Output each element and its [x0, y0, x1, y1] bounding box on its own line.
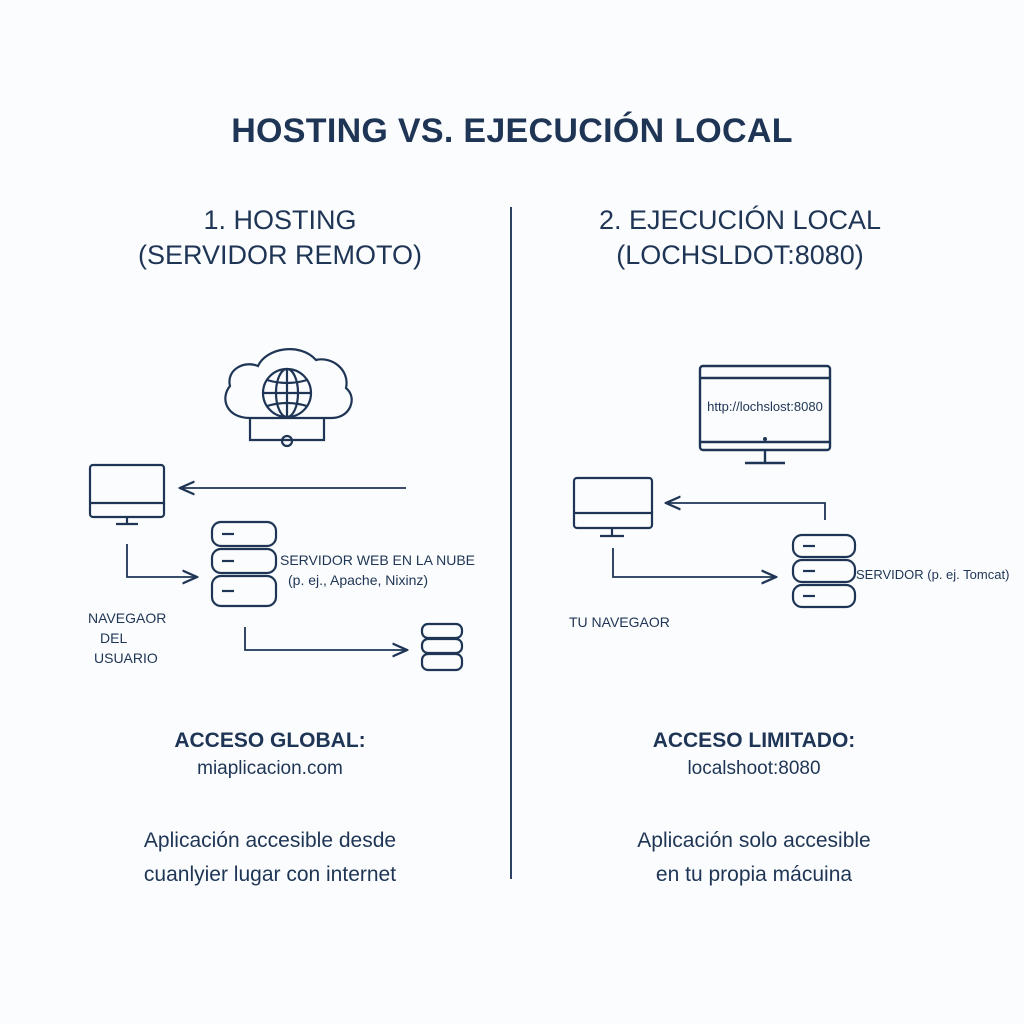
global-access-description: Aplicación accesible desde cuanlyier lug… [90, 824, 450, 892]
global-desc-line2: cuanlyier lugar con internet [143, 863, 397, 886]
global-desc-line1: Aplicación accesible desde [143, 829, 397, 852]
page-title: HOSTING VS. EJECUCIÓN LOCAL [231, 112, 793, 150]
user-browser-label-line1: NAVEGAOR [88, 610, 167, 626]
limited-access-title: ACCESO LIMITADO: [652, 729, 856, 752]
left-heading-line2: (SERVIDOR REMOTO) [137, 240, 423, 270]
monitor-icon [88, 463, 166, 526]
arrow-icon [126, 544, 197, 577]
database-icon [420, 622, 464, 672]
cloud-server-label: SERVIDOR WEB EN LA NUBE (p. ej., Apache,… [280, 550, 500, 590]
monitor-icon [698, 364, 832, 465]
right-heading: 2. EJECUCIÓN LOCAL (LOCHSLDOT:8080) [580, 203, 900, 273]
monitor-icon [572, 476, 654, 538]
power-dot [763, 437, 767, 441]
your-browser-label: TU NAVEGAOR [569, 614, 670, 630]
server-stack-icon [791, 533, 857, 609]
cloud-server-label-line2: (p. ej., Apache, Nixinz) [288, 572, 429, 588]
limited-desc-line1: Aplicación solo accesible [637, 829, 871, 852]
arrow-icon [666, 503, 826, 520]
left-heading-line1: 1. HOSTING [203, 205, 357, 235]
limited-desc-line2: en tu propia mácuina [655, 863, 853, 886]
global-access-url: miaplicacion.com [197, 758, 343, 779]
left-heading: 1. HOSTING (SERVIDOR REMOTO) [100, 203, 460, 273]
cloud-server-label-line1: SERVIDOR WEB EN LA NUBE [280, 552, 476, 568]
global-access-title: ACCESO GLOBAL: [174, 729, 366, 752]
arrow-icon [612, 548, 776, 577]
user-browser-label-line2: DEL [100, 630, 128, 646]
limited-access-description: Aplicación solo accesible en tu propia m… [574, 824, 934, 892]
user-browser-label-line3: USUARIO [94, 650, 158, 666]
arrow-icon [244, 627, 407, 650]
local-server-label: SERVIDOR (p. ej. Tomcat) [856, 567, 1010, 582]
user-browser-label: NAVEGAOR DEL USUARIO [88, 608, 188, 668]
right-heading-line1: 2. EJECUCIÓN LOCAL [598, 205, 882, 235]
server-stack-icon [210, 520, 278, 608]
limited-access-url: localshoot:8080 [687, 758, 821, 779]
cloud-globe-icon [224, 348, 353, 448]
center-divider [510, 207, 512, 879]
monitor-url-text: http://lochslost:8080 [707, 399, 823, 414]
right-heading-line2: (LOCHSLDOT:8080) [616, 240, 864, 270]
